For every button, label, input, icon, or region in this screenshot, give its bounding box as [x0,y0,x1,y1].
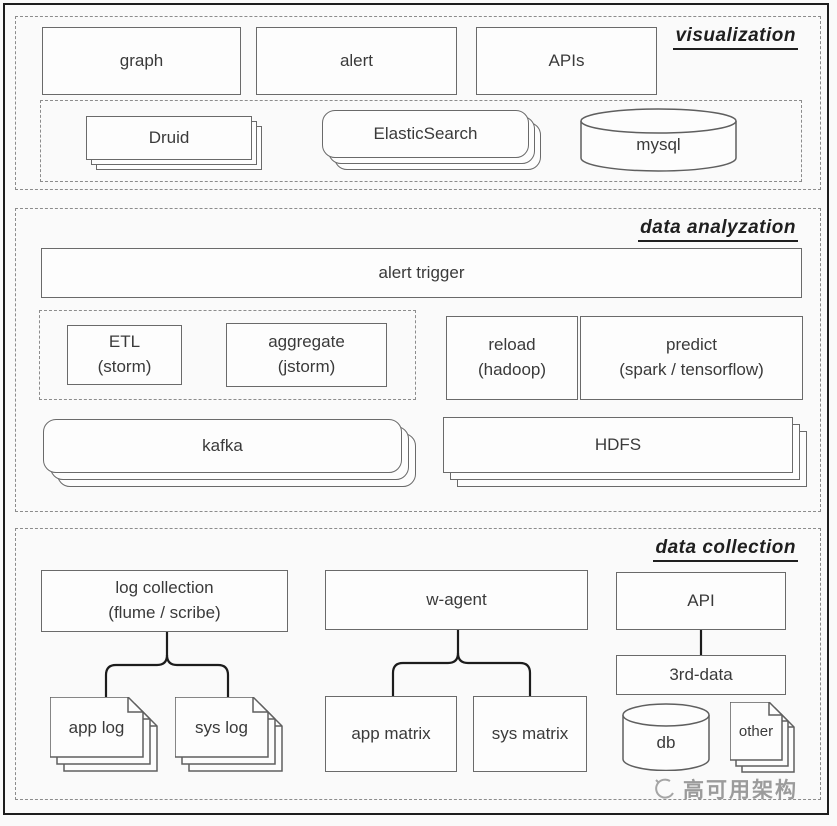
box-api: API [616,572,786,630]
other-label: other [738,723,774,740]
db-label: db [656,733,676,752]
predict-label-line1: predict [665,335,718,355]
app-log-label: app log [68,718,125,737]
section-title-collection: data collection [653,537,798,562]
box-3rd-data: 3rd-data [616,655,786,695]
box-alert-trigger: alert trigger [41,248,802,298]
section-title-visualization: visualization [673,25,798,50]
sys-log-documents-icon [175,697,283,772]
box-log-collection: log collection (flume / scribe) [41,570,288,632]
aggregate-label-line1: aggregate [268,332,345,352]
kafka-stack-front-layer: kafka [43,419,402,473]
hdfs-label: HDFS [594,435,642,454]
reload-label-line1: reload [488,335,536,355]
apis-label: APIs [548,50,585,70]
w-agent-label: w-agent [426,589,487,609]
box-apis: APIs [476,27,657,95]
aggregate-label-line2: (jstorm) [277,357,336,376]
elasticsearch-stack-front-layer: ElasticSearch [322,110,529,158]
box-predict: predict (spark / tensorflow) [580,316,803,400]
box-aggregate: aggregate (jstorm) [226,323,387,387]
mysql-label: mysql [636,135,681,154]
sys-log-label: sys log [195,718,248,737]
section-analyzation: data analyzation [15,208,821,512]
box-sys-matrix: sys matrix [473,696,587,772]
hdfs-stack-front-layer: HDFS [443,417,793,473]
watermark-logo-icon [655,778,674,799]
db-cylinder-icon [622,703,710,771]
kafka-stack: kafka [43,419,416,489]
graph-label: graph [119,50,164,70]
druid-label: Druid [148,128,190,147]
elasticsearch-label: ElasticSearch [373,124,478,143]
box-alert: alert [256,27,457,95]
api-label: API [687,590,715,610]
elasticsearch-stack: ElasticSearch [322,110,542,172]
visualization-stores-group [40,100,802,182]
box-reload: reload (hadoop) [446,316,578,400]
kafka-label: kafka [202,436,243,455]
box-graph: graph [42,27,241,95]
section-visualization: visualization [15,16,821,190]
alert-trigger-label: alert trigger [378,262,465,282]
app-matrix-label: app matrix [351,723,431,743]
3rd-data-label: 3rd-data [669,664,733,684]
other-documents-icon [730,702,795,773]
box-w-agent: w-agent [325,570,588,630]
watermark: 高可用架构 [652,774,798,804]
box-etl: ETL (storm) [67,325,182,385]
druid-stack-front-layer: Druid [86,116,252,160]
mysql-cylinder-icon [580,108,737,172]
box-app-matrix: app matrix [325,696,457,772]
alert-label: alert [339,50,374,70]
app-log-documents-icon [50,697,158,772]
watermark-text: 高可用架构 [683,779,798,802]
etl-label-line2: (storm) [97,357,152,376]
sys-matrix-label: sys matrix [491,723,569,743]
log-collection-label-line1: log collection [115,578,214,598]
druid-stack: Druid [86,116,264,172]
hdfs-stack: HDFS [443,417,809,489]
log-collection-label-line2: (flume / scribe) [108,603,221,622]
stream-processing-group [39,310,416,400]
section-collection: data collection [15,528,821,800]
outer-frame [3,3,829,815]
etl-label-line1: ETL [108,332,141,352]
reload-label-line2: (hadoop) [477,360,547,379]
predict-label-line2: (spark / tensorflow) [619,360,764,379]
section-title-analyzation: data analyzation [638,217,798,242]
